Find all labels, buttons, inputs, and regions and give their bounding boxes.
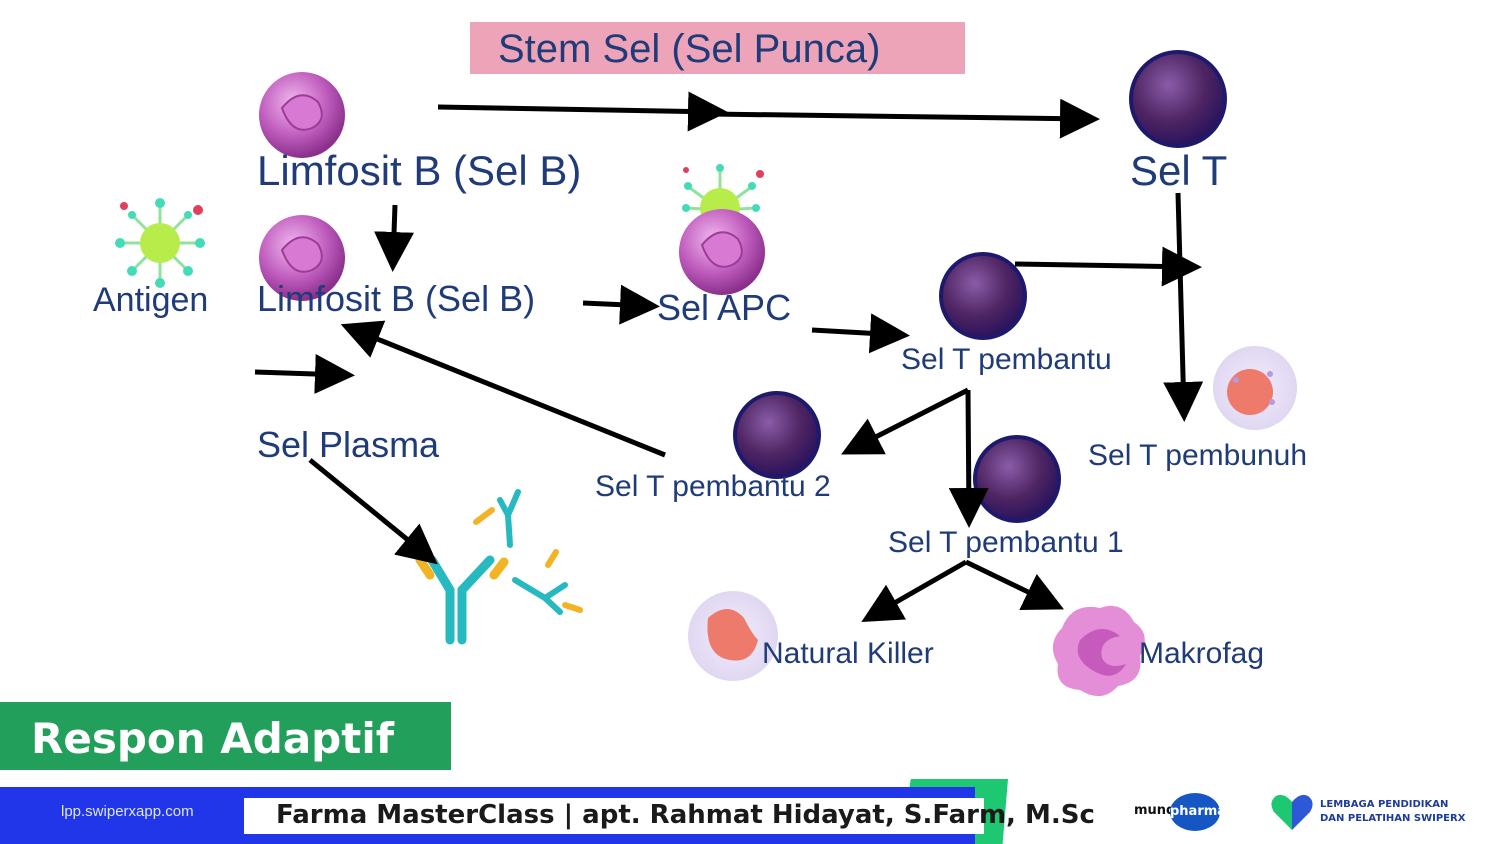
label-sel-t-pembantu: Sel T pembantu <box>901 343 1112 376</box>
label-sel-t-pembantu-2: Sel T pembantu 2 <box>595 470 831 503</box>
footer-credit: Farma MasterClass | apt. Rahmat Hidayat,… <box>276 800 1095 830</box>
label-sel-t: Sel T <box>1130 147 1228 194</box>
section-label: Respon Adaptif <box>31 714 394 763</box>
label-makrofag: Makrofag <box>1139 637 1265 670</box>
b-cell-icon <box>259 72 345 158</box>
logo-word-pharma: pharma <box>1170 793 1226 831</box>
label-limfosit-b-mid: Limfosit B (Sel B) <box>257 278 536 319</box>
label-sel-plasma: Sel Plasma <box>257 424 440 465</box>
label-antigen: Antigen <box>93 281 209 319</box>
macrophage-icon <box>1052 605 1145 697</box>
label-natural-killer: Natural Killer <box>762 637 934 670</box>
killer-t-cell-icon <box>1213 346 1297 430</box>
diagram-title: Stem Sel (Sel Punca) <box>498 27 881 71</box>
b-cell-icon <box>259 215 345 301</box>
t-cell-icon <box>939 252 1027 340</box>
antigen-virus-icon <box>115 198 205 288</box>
title-banner <box>470 22 965 74</box>
label-sel-apc: Sel APC <box>657 287 792 328</box>
t-cell-icon <box>1129 50 1227 148</box>
label-sel-t-pembunuh: Sel T pembunuh <box>1088 439 1308 472</box>
logo-text-line2: DAN PELATIHAN SWIPERX <box>1320 813 1466 824</box>
swiperx-logo: LEMBAGA PENDIDIKAN DAN PELATIHAN SWIPERX <box>1268 790 1478 836</box>
label-limfosit-b-top: Limfosit B (Sel B) <box>257 147 582 194</box>
footer-url[interactable]: lpp.swiperxapp.com <box>61 803 194 820</box>
logo-word-mundi: mundi <box>1134 803 1180 818</box>
t-cell-icon <box>973 435 1061 523</box>
natural-killer-cell-icon <box>688 591 778 681</box>
mundipharma-logo: mundi pharma <box>1134 793 1226 833</box>
section-banner: Respon Adaptif <box>0 702 451 770</box>
heart-icon <box>1271 794 1313 830</box>
credit-box <box>244 798 984 834</box>
logo-text-line1: LEMBAGA PENDIDIKAN <box>1320 799 1449 810</box>
t-cell-icon <box>733 391 821 479</box>
label-sel-t-pembantu-1: Sel T pembantu 1 <box>888 526 1124 559</box>
flow-arrows <box>254 91 1204 622</box>
apc-cell-icon <box>679 164 765 295</box>
antibody-icon <box>415 489 583 645</box>
